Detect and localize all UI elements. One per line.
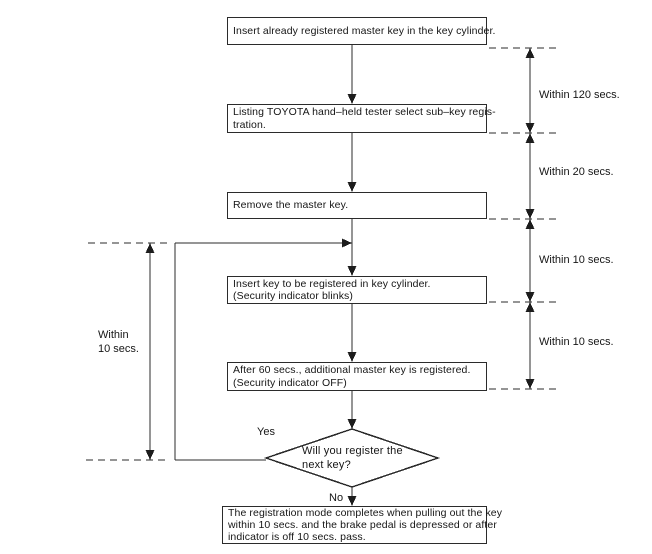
arrowhead-down-icon <box>347 182 357 192</box>
process-box-text: Remove the master key. <box>233 199 349 212</box>
timing-label-10secs-a: Within 10 secs. <box>539 254 614 266</box>
arrowhead-up-icon <box>525 133 535 143</box>
arrowhead-up-icon <box>525 48 535 58</box>
arrowhead-down-icon <box>525 209 535 219</box>
decision-line: Will you register the <box>302 445 403 457</box>
process-box-text: indicator is off 10 secs. pass. <box>228 531 366 544</box>
yes-branch-label: Yes <box>257 426 275 438</box>
decision-text: Will you register the next key? <box>302 445 432 472</box>
process-box-4: Insert key to be registered in key cylin… <box>227 276 487 304</box>
timing-label-20secs: Within 20 secs. <box>539 166 614 178</box>
decision-line: next key? <box>302 458 351 471</box>
process-box-text: Insert already registered master key in … <box>233 24 496 37</box>
process-box-1: Insert already registered master key in … <box>227 17 496 45</box>
process-box-3: Remove the master key. <box>227 192 487 219</box>
process-box-text: After 60 secs., additional master key is… <box>233 364 471 377</box>
process-box-text: Insert key to be registered in key cylin… <box>233 277 431 290</box>
process-box-text: (Security indicator blinks) <box>233 290 353 302</box>
decision-diamond <box>263 428 441 488</box>
timing-label-loop-line: Within <box>98 329 129 341</box>
arrowhead-down-icon <box>347 496 357 506</box>
arrowhead-down-icon <box>347 266 357 276</box>
process-box-text: The registration mode completes when pul… <box>228 506 503 519</box>
arrowhead-down-icon <box>347 419 357 429</box>
arrowhead-down-icon <box>347 94 357 104</box>
process-box-6: The registration mode completes when pul… <box>222 506 503 544</box>
arrowhead-down-icon <box>145 450 155 460</box>
process-box-text: within 10 secs. and the brake pedal is d… <box>228 518 497 531</box>
arrowhead-down-icon <box>525 123 535 133</box>
arrowhead-right-icon <box>342 238 352 248</box>
timing-label-10secs-b: Within 10 secs. <box>539 336 614 348</box>
process-box-text: tration. <box>233 118 266 131</box>
arrowhead-down-icon <box>525 292 535 302</box>
process-box-text: (Security indicator OFF) <box>233 376 347 389</box>
arrowhead-down-icon <box>347 352 357 362</box>
timing-label-loop-line: 10 secs. <box>98 343 139 355</box>
timing-label-loop: Within 10 secs. <box>98 328 146 356</box>
arrowhead-up-icon <box>145 243 155 253</box>
arrowhead-down-icon <box>525 379 535 389</box>
process-box-2: Listing TOYOTA hand–held tester select s… <box>227 104 496 133</box>
timing-label-120secs: Within 120 secs. <box>539 89 620 101</box>
arrowhead-up-icon <box>525 302 535 312</box>
arrowhead-up-icon <box>525 219 535 229</box>
process-box-text: Listing TOYOTA hand–held tester select s… <box>233 106 496 119</box>
process-box-5: After 60 secs., additional master key is… <box>227 362 487 391</box>
no-branch-label: No <box>329 492 344 504</box>
